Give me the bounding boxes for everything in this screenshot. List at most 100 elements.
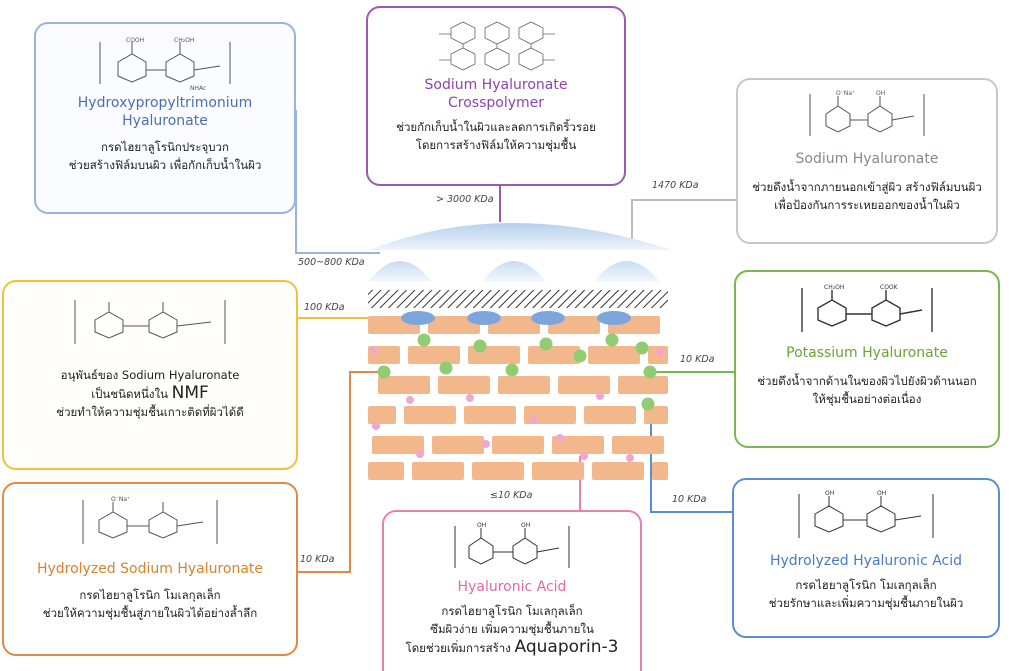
card-desc-line1: ช่วยกักเก็บน้ำในผิวและลดการเกิดริ้วรอย — [396, 120, 596, 134]
card-title: Hyaluronic Acid — [457, 579, 567, 595]
molecule-structure-icon — [439, 21, 555, 71]
card-title-line2: Crosspolymer — [447, 95, 544, 111]
card-desc-line1: กรดไฮยาลูโรนิก โมเลกุลเล็ก — [795, 578, 937, 592]
svg-text:OH: OH — [477, 522, 486, 529]
molecule-structure-icon: O⁻Na⁺ OH — [809, 90, 925, 136]
svg-text:O⁻Na⁺: O⁻Na⁺ — [111, 496, 130, 503]
card-desc-line3: โดยช่วยเพิ่มการสร้าง Aquaporin-3 — [384, 638, 640, 657]
skin-brick — [488, 316, 540, 334]
molecule-blue-oval — [531, 311, 565, 325]
molecule-pink-dot — [416, 450, 424, 458]
card-sodium-hyaluronate-derivative: อนุพันธ์ของ Sodium Hyaluronate เป็นชนิดห… — [2, 280, 298, 470]
skin-brick — [498, 376, 550, 394]
card-desc-line1: กรดไฮยาลูโรนิก โมเลกุลเล็ก — [79, 588, 221, 602]
skin-brick — [368, 406, 396, 424]
skin-brick — [558, 376, 610, 394]
skin-brick — [412, 462, 464, 480]
molecule-pink-dot — [406, 396, 414, 404]
card-desc-line2: ช่วยให้ความชุ่มชื้นสู่ภายในผิวได้อย่างล้… — [42, 606, 258, 620]
skin-brick — [532, 462, 584, 480]
card-hyaluronic-acid: OH OH Hyaluronic Acid กรดไฮยาลูโรนิก โมเ… — [382, 510, 642, 671]
card-sodium-hyaluronate-crosspolymer: Sodium Hyaluronate Crosspolymer ช่วยกักเ… — [366, 6, 626, 186]
molecule-green-dot — [439, 361, 453, 375]
card-desc-line3: ช่วยทำให้ความชุ่มชื้นเกาะติดที่ผิวได้ดี — [56, 405, 244, 419]
card-title: Hydrolyzed Sodium Hyaluronate — [36, 561, 264, 577]
card-potassium-hyaluronate: CH₂OH COOK Potassium Hyaluronate ช่วยดึง… — [734, 270, 1000, 448]
skin-brick — [652, 462, 668, 480]
svg-text:OH: OH — [876, 90, 885, 97]
molecule-structure-icon — [74, 300, 226, 344]
card-desc-line2: เพื่อป้องกันการระเหยออกของน้ำในผิว — [774, 198, 960, 212]
card-desc-line1: กรดไฮยาลูโรนิก โมเลกุลเล็ก — [441, 604, 583, 618]
molecule-pink-dot — [626, 454, 634, 462]
molecule-structure-icon: COOH CH₂OH NHAc — [99, 37, 231, 92]
mw-label-hydrolyzed-sodium: 10 KDa — [300, 554, 335, 565]
svg-text:NHAc: NHAc — [190, 85, 206, 92]
skin-brick — [404, 406, 456, 424]
mw-label-derivative: 100 KDa — [304, 302, 345, 313]
nmf-label: NMF — [171, 383, 209, 403]
connector-lines — [295, 110, 736, 573]
molecule-pink-dot — [556, 434, 564, 442]
card-desc-line2: โดยการสร้างฟิล์มให้ความชุ่มชื้น — [415, 138, 577, 152]
card-title-line1: Hydroxypropyltrimonium — [77, 95, 253, 111]
molecule-green-dot — [417, 333, 431, 347]
molecule-green-dot — [643, 365, 657, 379]
card-desc-line2-text: เป็นชนิดหนึ่งใน — [91, 387, 168, 401]
card-desc-line1: กรดไฮยาลูโรนิกประจุบวก — [101, 140, 229, 154]
mw-label-hyaluronic-acid: ≤10 KDa — [490, 490, 533, 501]
molecule-pink-dot — [466, 394, 474, 402]
skin-brick — [552, 436, 604, 454]
card-desc-line3-text: โดยช่วยเพิ่มการสร้าง — [405, 641, 511, 655]
skin-brick — [492, 436, 544, 454]
molecule-pink-dot — [370, 346, 378, 354]
skin-brick — [372, 436, 424, 454]
molecules — [370, 311, 664, 462]
skin-brick — [618, 376, 668, 394]
svg-text:OH: OH — [521, 522, 530, 529]
svg-text:O⁻Na⁺: O⁻Na⁺ — [836, 90, 855, 97]
skin-brick — [408, 346, 460, 364]
card-desc-line2: ช่วยสร้างฟิล์มบนผิว เพื่อกักเก็บน้ำในผิว — [68, 158, 262, 172]
film-bump-1 — [368, 261, 432, 282]
molecule-pink-dot — [656, 348, 664, 356]
card-desc-line2: ให้ชุ่มชื้นอย่างต่อเนื่อง — [812, 392, 922, 406]
molecule-structure-icon: CH₂OH COOK — [801, 284, 933, 332]
card-desc-line1: ช่วยดึงน้ำจากภายนอกเข้าสู่ผิว สร้างฟิล์ม… — [752, 180, 982, 194]
card-desc-line2: เป็นชนิดหนึ่งใน NMF — [4, 384, 296, 403]
molecule-pink-dot — [580, 452, 588, 460]
mw-label-hydrolyzed-ha: 10 KDa — [672, 494, 707, 505]
molecule-pink-dot — [482, 440, 490, 448]
svg-text:OH: OH — [825, 490, 834, 497]
molecule-green-dot — [473, 339, 487, 353]
svg-text:CH₂OH: CH₂OH — [824, 284, 844, 291]
connector-hpth — [295, 110, 380, 254]
skin-brick — [428, 316, 480, 334]
mw-label-potassium: 10 KDa — [680, 354, 715, 365]
film-bump-2 — [482, 261, 546, 282]
skin-brick — [584, 406, 636, 424]
molecule-green-dot — [635, 341, 649, 355]
card-title: Potassium Hyaluronate — [786, 345, 948, 361]
aquaporin-label: Aquaporin-3 — [514, 637, 619, 657]
molecule-green-dot — [539, 337, 553, 351]
skin-brick — [464, 406, 516, 424]
skin-brick — [438, 376, 490, 394]
connector-hydrolyzed-sodium — [298, 371, 384, 573]
svg-text:COOH: COOH — [126, 37, 144, 44]
card-title: Hydrolyzed Hyaluronic Acid — [769, 553, 963, 569]
skin-brick — [588, 346, 640, 364]
skin-brick — [432, 436, 484, 454]
mw-label-sodium-hyaluronate: 1470 KDa — [652, 180, 699, 191]
card-desc-line2: ซึมผิวง่าย เพิ่มความชุ่มชื้นภายใน — [430, 622, 594, 636]
card-title-line2: Hyaluronate — [122, 113, 208, 129]
mw-label-hpth: 500~800 KDa — [298, 257, 365, 268]
card-desc-line2: ช่วยรักษาและเพิ่มความชุ่มชื้นภายในผิว — [768, 596, 964, 610]
card-hydrolyzed-sodium-hyaluronate: O⁻Na⁺ Hydrolyzed Sodium Hyaluronate กรดไ… — [2, 482, 298, 656]
card-title: Sodium Hyaluronate — [795, 151, 939, 167]
molecule-pink-dot — [372, 422, 380, 430]
card-sodium-hyaluronate: O⁻Na⁺ OH Sodium Hyaluronate ช่วยดึงน้ำจา… — [736, 78, 998, 244]
film-bump-3 — [594, 261, 660, 282]
